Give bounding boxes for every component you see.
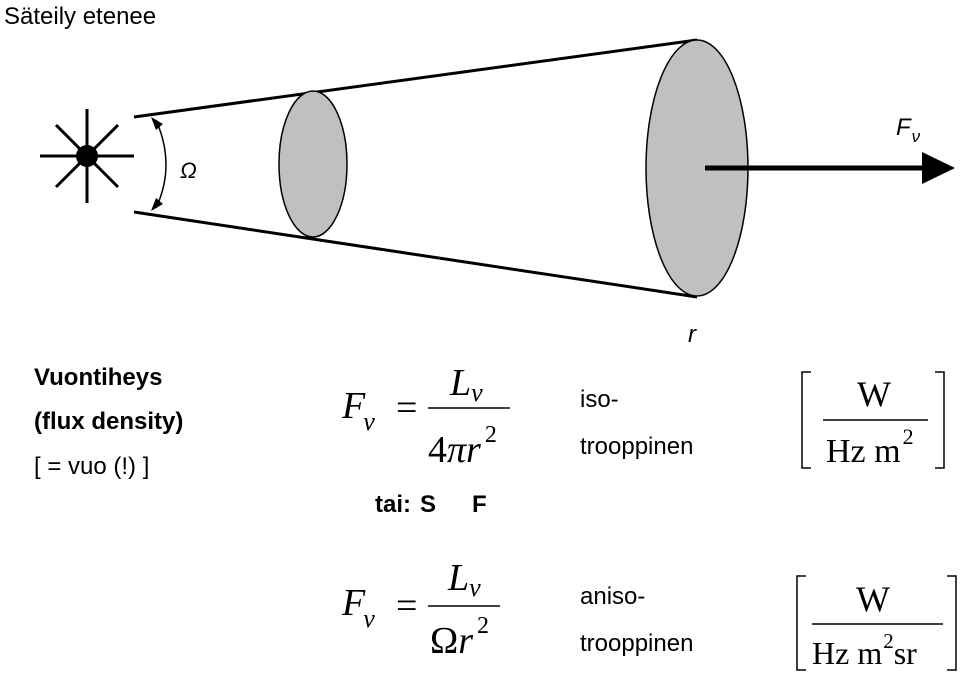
flux-label: Fν xyxy=(896,114,921,146)
formula-equals: = xyxy=(396,387,417,429)
unit-numerator: W xyxy=(857,374,891,414)
omega-label: Ω xyxy=(180,158,197,183)
definition-note: [ = vuo (!) ] xyxy=(34,453,149,480)
aniso-unit-denominator: Hz m2sr xyxy=(812,629,917,671)
solid-angle-arc xyxy=(151,117,167,211)
anisotropic-label-line2: trooppinen xyxy=(580,630,693,657)
small-cross-section xyxy=(278,90,348,238)
formula-lhs: Fν xyxy=(341,385,375,436)
flux-arrow xyxy=(705,152,955,184)
aniso-unit-numerator: W xyxy=(856,579,890,619)
unit-denominator: Hz m2 xyxy=(826,424,914,470)
anisotropic-label-line1: aniso- xyxy=(580,583,645,610)
radiation-source-icon xyxy=(40,109,134,203)
isotropic-label-line2: trooppinen xyxy=(580,433,693,460)
definition-english: (flux density) xyxy=(34,408,183,435)
anisotropic-unit: W Hz m2sr xyxy=(796,575,957,671)
isotropic-unit: W Hz m2 xyxy=(801,371,945,470)
aniso-formula-lhs: Fν xyxy=(341,582,375,633)
isotropic-label-line1: iso- xyxy=(580,386,619,413)
definition-title: Vuontiheys xyxy=(34,364,162,391)
cone-upper-edge xyxy=(133,38,698,119)
slide-title: Säteily etenee xyxy=(4,3,156,30)
radius-label: r xyxy=(688,321,697,348)
formula-numerator: Lν xyxy=(449,362,483,407)
aniso-formula-equals: = xyxy=(396,585,417,627)
aniso-formula-numerator: Lν xyxy=(447,557,481,602)
cone-lower-edge xyxy=(133,210,698,299)
